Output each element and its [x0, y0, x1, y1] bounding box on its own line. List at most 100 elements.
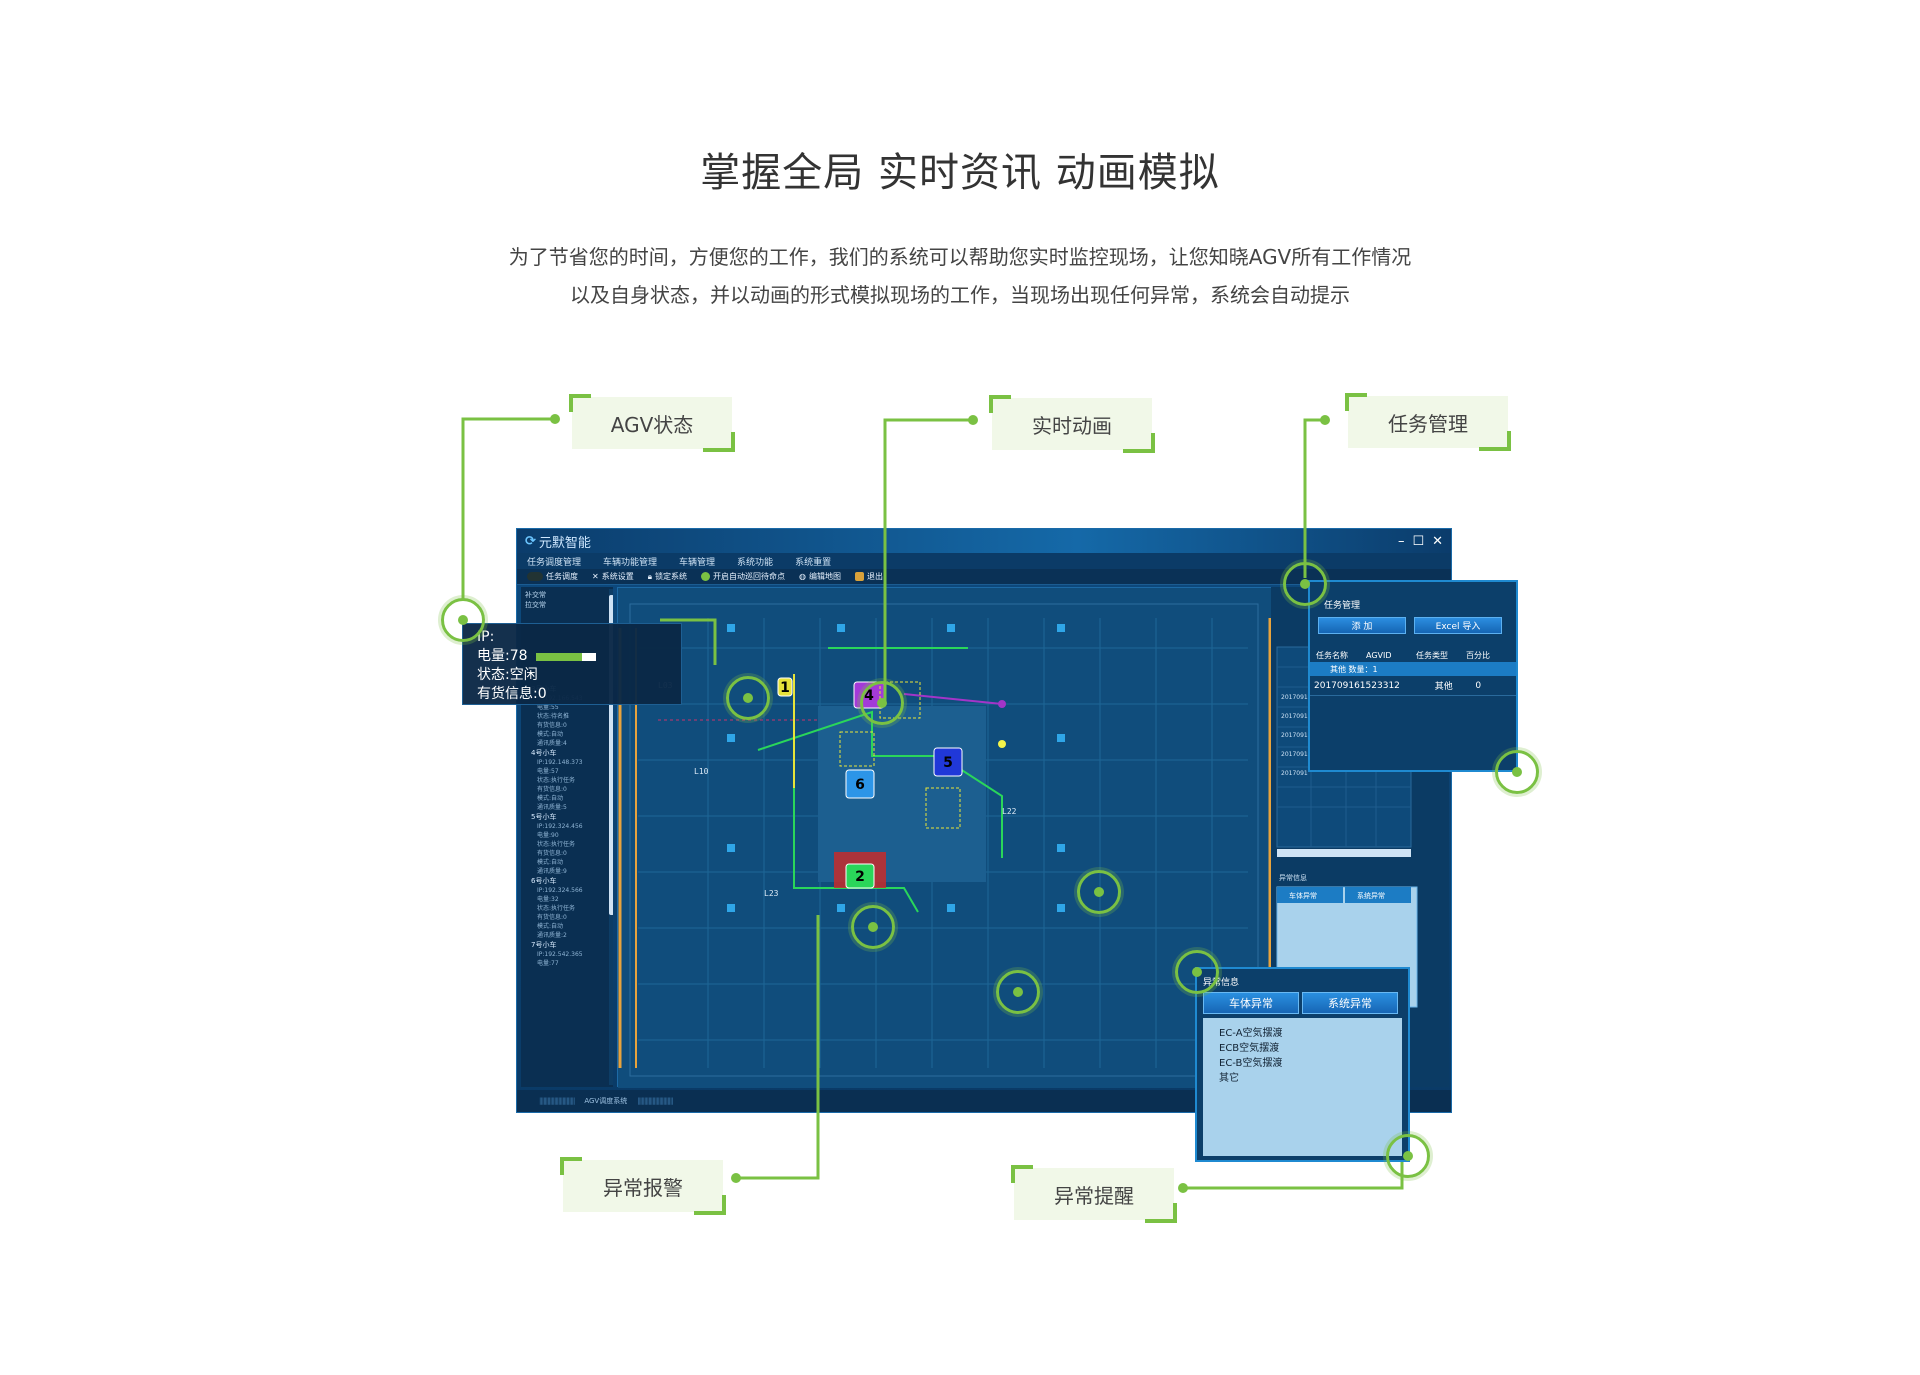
agv-target-box — [925, 787, 961, 829]
tool-label: 任务调度 — [546, 572, 578, 581]
map-station — [727, 624, 735, 632]
callout-exception-alert: 异常提醒 — [1011, 1165, 1177, 1223]
tool-label: 系统设置 — [601, 572, 634, 581]
map-station — [1057, 624, 1065, 632]
map-beacon — [998, 700, 1006, 708]
agv-state: 状态:空闲 — [477, 667, 538, 683]
car-power-label: 电量:77 — [537, 960, 559, 967]
col-percent[interactable]: 百分比 — [1466, 650, 1490, 660]
tool-lock-system[interactable]: 🔒︎锁定系统 — [648, 571, 687, 582]
app-titlebar: ⟳ 元默智能 – ☐ ✕ — [517, 529, 1451, 553]
agv-number: 2 — [855, 869, 865, 885]
task-group-row[interactable]: 其他 数量：1 — [1310, 662, 1516, 676]
car-ip: IP:192.324.566 — [537, 887, 583, 894]
sidebar-car-item[interactable]: 5号小车 — [531, 813, 557, 821]
lock-icon: 🔒︎ — [647, 571, 652, 581]
col-agvid[interactable]: AGVID — [1366, 650, 1392, 660]
car-mode: 模式:自动 — [537, 859, 564, 866]
focus-ring-icon — [1077, 870, 1121, 914]
car-power-label: 电量:55 — [537, 704, 559, 711]
tool-label: 编辑地图 — [808, 572, 841, 581]
minimize-icon[interactable]: – — [1397, 533, 1405, 549]
list-item[interactable]: EC-A空気摆渡 — [1219, 1028, 1283, 1039]
task-id-cell: 2017091 — [1281, 694, 1308, 701]
alarm-popup-title: 异常信息 — [1203, 978, 1240, 988]
map-edit-icon: ◍ — [798, 572, 806, 581]
menu-system-reset[interactable]: 系统重置 — [795, 557, 832, 568]
exit-icon — [854, 572, 864, 581]
map-station — [727, 904, 735, 912]
alarm-tabs: 车体异常 系统异常 — [1197, 988, 1408, 1014]
tab-body-exception[interactable]: 车体异常 — [1203, 992, 1299, 1014]
list-item[interactable]: EC-B空気摆渡 — [1219, 1058, 1283, 1069]
map-station — [1057, 844, 1065, 852]
car-state: 状态:待名推 — [537, 713, 570, 720]
col-task-name[interactable]: 任务名称 — [1316, 650, 1348, 660]
tool-task-dispatch[interactable]: 任务调度 — [527, 571, 578, 582]
menu-vehicle-functions[interactable]: 车辆功能管理 — [603, 557, 658, 568]
agv-vehicle-icon — [933, 747, 963, 777]
task-management-popup: 任务管理 添 加 Excel 导入 任务名称 AGVID 任务类型 百分比 其他… — [1308, 580, 1518, 772]
sidebar-car-item[interactable]: 7号小车 — [531, 941, 557, 949]
agv-power-row: 电量:78 — [477, 647, 667, 666]
table-row[interactable]: 20170916152331 2 其他 0 — [1310, 676, 1516, 696]
car-ip: IP:192.324.456 — [537, 823, 583, 830]
car-state: 状态:执行任务 — [537, 841, 576, 848]
task-id-cell: 2017091 — [1281, 751, 1308, 758]
tool-edit-map[interactable]: ◍编辑地图 — [799, 571, 841, 582]
focus-ring-icon — [1386, 1134, 1430, 1178]
alarm-list: EC-A空気摆渡 ECB空気摆渡 EC-B空気摆渡 其它 — [1203, 1018, 1402, 1156]
car-goods: 有货信息:0 — [537, 786, 567, 793]
focus-ring-icon — [851, 905, 895, 949]
agv-ip: IP: — [477, 629, 495, 645]
sidebar-item[interactable]: 补交常 — [525, 591, 546, 599]
sidebar-item[interactable]: 拉交常 — [525, 601, 546, 609]
agv-power: 电量:78 — [477, 648, 528, 664]
focus-ring-icon — [860, 681, 904, 725]
map-station — [947, 904, 955, 912]
map-station — [727, 844, 735, 852]
menu-vehicle-management[interactable]: 车辆管理 — [679, 557, 716, 568]
tool-auto-patrol[interactable]: 开启自动巡回待命点 — [700, 571, 785, 582]
car-mode: 模式:自动 — [537, 923, 564, 930]
add-task-button[interactable]: 添 加 — [1318, 617, 1406, 634]
task-id-cell: 2017091 — [1281, 713, 1308, 720]
excel-import-button[interactable]: Excel 导入 — [1414, 617, 1502, 634]
list-item[interactable]: 其它 — [1219, 1073, 1239, 1084]
focus-ring-icon — [441, 598, 485, 642]
logo-icon: ⟳ — [525, 533, 536, 549]
toggle-icon — [527, 572, 543, 581]
status-ticks: |||||||||||||||||||||||||| — [539, 1097, 575, 1105]
scroll-thumb[interactable] — [609, 595, 613, 915]
list-item[interactable]: ECB空気摆渡 — [1219, 1043, 1280, 1054]
car-goods: 有货信息:0 — [537, 722, 567, 729]
car-comm: 通讯质量:2 — [537, 932, 567, 939]
col-task-type[interactable]: 任务类型 — [1416, 650, 1448, 660]
tool-label: 退出 — [866, 572, 883, 581]
sidebar-car-item[interactable]: 6号小车 — [531, 877, 557, 885]
tab-system-exception[interactable]: 系统异常 — [1302, 992, 1398, 1014]
tool-exit[interactable]: 退出 — [854, 571, 883, 582]
car-mode: 模式:自动 — [537, 731, 564, 738]
menu-system-functions[interactable]: 系统功能 — [737, 557, 774, 568]
maximize-icon[interactable]: ☐ — [1412, 533, 1425, 549]
close-icon[interactable]: ✕ — [1432, 533, 1443, 549]
agv-status-popup: IP: 电量:78 状态:空闲 有货信息:0 — [462, 623, 682, 705]
map-station — [947, 624, 955, 632]
sidebar-car-item[interactable]: 4号小车 — [531, 749, 557, 757]
map-lane-label: L22 — [1002, 807, 1017, 816]
car-goods: 有货信息:0 — [537, 850, 567, 857]
power-bar — [535, 652, 596, 661]
map-station — [1057, 904, 1065, 912]
agv-goods: 有货信息:0 — [477, 686, 547, 702]
right-tab-body[interactable]: 车体异常 — [1289, 892, 1317, 900]
menu-task-dispatch[interactable]: 任务调度管理 — [527, 557, 582, 568]
car-comm: 通讯质量:5 — [537, 804, 567, 811]
map-lane-label: L10 — [694, 767, 709, 776]
agv-vehicle-icon — [845, 863, 875, 889]
right-tab-system[interactable]: 系统异常 — [1357, 892, 1385, 900]
sidebar-scrollbar[interactable] — [609, 589, 613, 1085]
map-path-green — [757, 710, 1003, 858]
tool-system-settings[interactable]: ✕系统设置 — [592, 571, 634, 582]
car-comm: 通讯质量:9 — [537, 868, 567, 875]
